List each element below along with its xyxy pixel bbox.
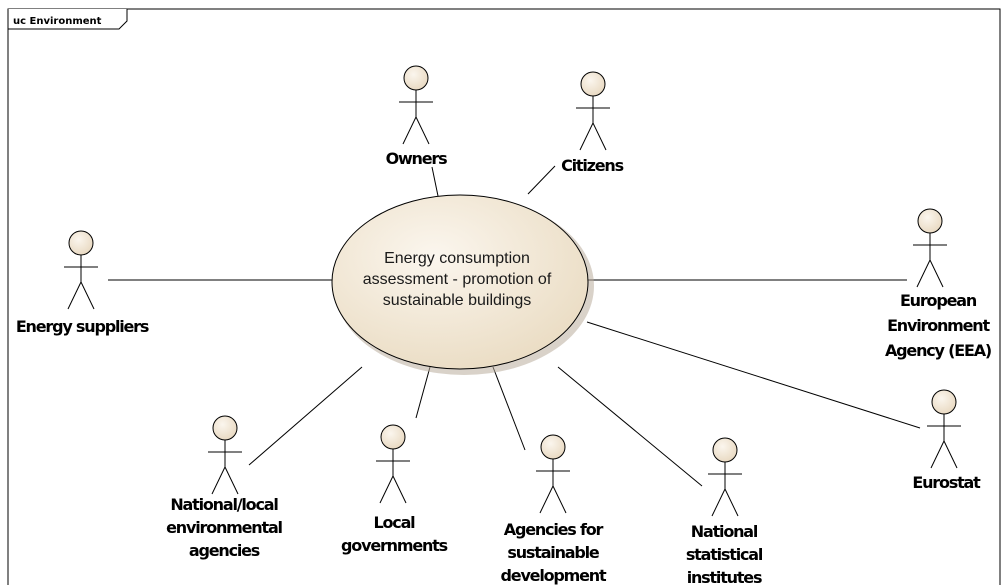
actor-eea[interactable]: European Environment Agency (EEA) [885, 208, 992, 360]
actor-label: Citizens [561, 156, 624, 175]
association-national-statistical-institutes [557, 366, 703, 487]
association-local-governments [415, 366, 431, 419]
actor-label-line-1: Local [374, 513, 416, 532]
actor-label-line-1: European [900, 291, 977, 310]
use-case-line-3: sustainable buildings [383, 292, 532, 309]
actor-label-line-2: statistical [686, 545, 763, 564]
actor-label-line-3: agencies [189, 541, 260, 560]
actor-agencies-sustainable-dev[interactable]: Agencies for sustainable development [501, 434, 608, 585]
association-citizens [527, 165, 556, 195]
actor-citizens[interactable]: Citizens [561, 71, 625, 175]
actor-label-line-1: National/local [170, 495, 278, 514]
actor-figure-icon [536, 434, 570, 514]
actor-label-line-1: National [691, 522, 758, 541]
actor-eurostat[interactable]: Eurostat [912, 389, 982, 492]
actor-label-line-2: Environment [887, 316, 990, 335]
actor-owners[interactable]: Owners [386, 65, 448, 168]
actor-figure-icon [708, 437, 742, 517]
association-agencies-sustainable-dev [492, 366, 526, 451]
actor-national-statistical-institutes[interactable]: National statistical institutes [686, 437, 764, 585]
association-owners [431, 166, 439, 197]
actor-energy-suppliers[interactable]: Energy suppliers [16, 230, 150, 336]
diagram-frame: uc Environment [7, 8, 1001, 585]
use-case-line-1: Energy consumption [384, 250, 530, 267]
actor-figure-icon [208, 415, 242, 495]
actor-label-line-3: institutes [687, 568, 762, 585]
actor-label-line-1: Agencies for [504, 520, 604, 539]
actor-figure-icon [64, 230, 98, 310]
frame-label: uc Environment [13, 16, 102, 27]
association-national-local-env-agencies [248, 366, 363, 466]
actor-figure-icon [927, 389, 961, 469]
actor-label-line-2: sustainable [507, 543, 599, 562]
use-case-energy-consumption[interactable]: Energy consumption assessment - promotio… [331, 194, 594, 375]
actor-label: Energy suppliers [16, 317, 149, 336]
actor-label-line-3: Agency (EEA) [885, 341, 991, 360]
actor-figure-icon [576, 71, 610, 151]
association-eurostat [586, 321, 921, 429]
actor-figure-icon [399, 65, 433, 145]
association-lines [108, 165, 921, 487]
use-case-line-2: assessment - promotion of [363, 271, 552, 288]
actor-label: Eurostat [912, 473, 981, 492]
actor-label-line-3: development [501, 566, 607, 585]
actor-figure-icon [376, 424, 410, 504]
actor-label-line-2: governments [341, 536, 448, 555]
actor-national-local-env-agencies[interactable]: National/local environmental agencies [166, 415, 284, 560]
actor-label-line-2: environmental [166, 518, 282, 537]
actor-figure-icon [913, 208, 947, 288]
actor-label: Owners [386, 149, 448, 168]
actor-local-governments[interactable]: Local governments [341, 424, 449, 555]
